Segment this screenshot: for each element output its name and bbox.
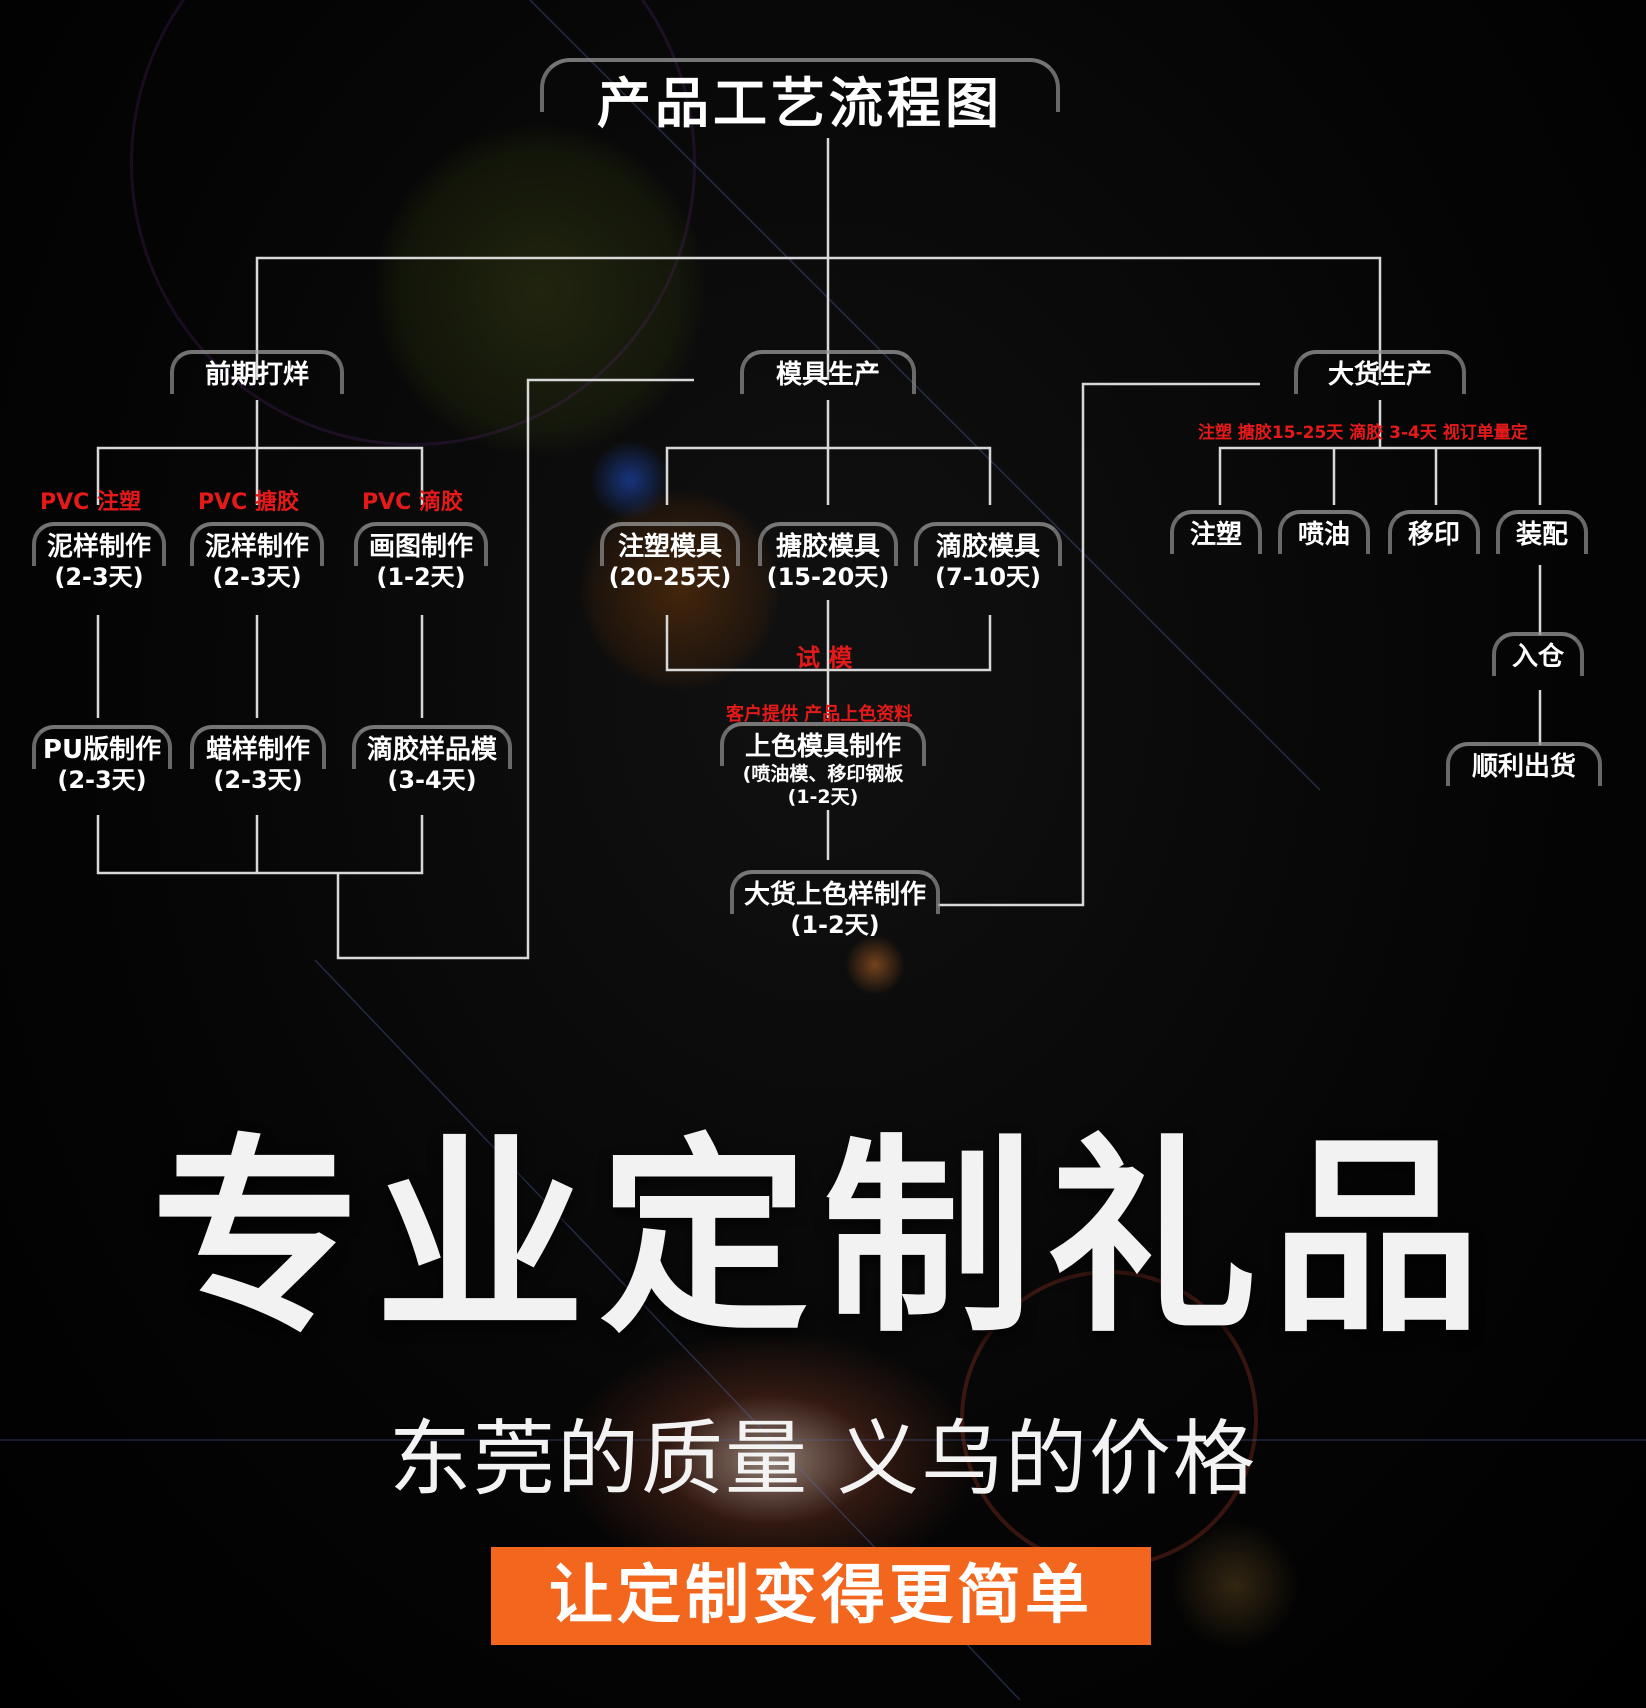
step-clay-sample-2: 泥样制作 (2-3天) <box>190 522 324 592</box>
step-name: 喷油 <box>1297 520 1350 550</box>
step-name: 顺利出货 <box>1471 752 1576 782</box>
step-drawing: 画图制作 (1-2天) <box>354 522 488 592</box>
title-text: 产品工艺流程图 <box>597 72 1003 135</box>
step-name: PU版制作 <box>42 735 162 765</box>
step-days: (2-3天) <box>212 563 302 592</box>
step-days: (1-2天) <box>790 911 880 940</box>
cta-banner: 让定制变得更简单 <box>491 1547 1151 1645</box>
step-assembly: 装配 <box>1496 510 1588 554</box>
tag-pvc-injection: PVC 注塑 <box>40 490 141 515</box>
step-name: 装配 <box>1515 520 1568 550</box>
customer-note: 客户提供 产品上色资料 <box>726 704 913 725</box>
step-wax-sample: 蜡样制作 (2-3天) <box>190 725 326 795</box>
step-name: 滴胶模具 <box>935 532 1040 562</box>
step-days: (15-20天) <box>766 563 890 592</box>
step-detail: (喷油模、移印钢板 <box>742 763 904 786</box>
tagline: 东莞的质量 义乌的价格 <box>388 1412 1258 1507</box>
step-name: 滴胶样品模 <box>366 735 497 765</box>
step-name: 移印 <box>1407 520 1460 550</box>
step-injection-mold: 注塑模具 (20-25天) <box>600 522 740 592</box>
step-bulk-color-sample: 大货上色样制作 (1-2天) <box>730 870 940 940</box>
step-days: (20-25天) <box>608 563 732 592</box>
step-days: (1-2天) <box>376 563 466 592</box>
step-ship: 顺利出货 <box>1446 742 1602 786</box>
step-name: 注塑模具 <box>617 532 722 562</box>
step-name: 注塑 <box>1189 520 1242 550</box>
step-days: (3-4天) <box>387 766 477 795</box>
step-injection: 注塑 <box>1170 510 1262 554</box>
step-days: (1-2天) <box>787 785 859 808</box>
step-name: 画图制作 <box>368 532 473 562</box>
step-spray-paint: 喷油 <box>1278 510 1370 554</box>
step-warehouse: 入仓 <box>1492 632 1584 676</box>
tag-pvc-rotocast: PVC 搪胶 <box>198 490 299 515</box>
step-epoxy-sample-mold: 滴胶样品模 (3-4天) <box>352 725 512 795</box>
step-clay-sample-1: 泥样制作 (2-3天) <box>32 522 166 592</box>
step-epoxy-mold: 滴胶模具 (7-10天) <box>914 522 1062 592</box>
step-days: (2-3天) <box>54 563 144 592</box>
step-name: 泥样制作 <box>204 532 309 562</box>
step-name: 大货上色样制作 <box>743 880 926 910</box>
flowchart-title: 产品工艺流程图 <box>540 58 1060 148</box>
production-note: 注塑 搪胶15-25天 滴胶 3-4天 视订单量定 <box>1198 423 1528 443</box>
branch-production: 大货生产 <box>1294 350 1466 394</box>
headline: 专业定制礼品 <box>150 1116 1495 1361</box>
step-name: 搪胶模具 <box>775 532 880 562</box>
step-name: 上色模具制作 <box>744 732 901 762</box>
trial-mold-label: 试 模 <box>796 644 853 672</box>
branch-sample: 前期打烊 <box>170 350 344 394</box>
step-days: (7-10天) <box>935 563 1041 592</box>
step-name: 入仓 <box>1511 642 1564 672</box>
step-days: (2-3天) <box>57 766 147 795</box>
step-rotocast-mold: 搪胶模具 (15-20天) <box>758 522 898 592</box>
branch-mold: 模具生产 <box>740 350 916 394</box>
branch-mold-label: 模具生产 <box>775 360 880 390</box>
step-name: 泥样制作 <box>46 532 151 562</box>
tag-pvc-epoxy: PVC 滴胶 <box>362 490 463 515</box>
branch-production-label: 大货生产 <box>1327 360 1432 390</box>
step-color-mold: 上色模具制作 (喷油模、移印钢板 (1-2天) <box>720 722 926 809</box>
step-days: (2-3天) <box>213 766 303 795</box>
step-pu-mold: PU版制作 (2-3天) <box>32 725 172 795</box>
step-name: 蜡样制作 <box>205 735 310 765</box>
step-pad-print: 移印 <box>1388 510 1480 554</box>
branch-sample-label: 前期打烊 <box>204 360 309 390</box>
